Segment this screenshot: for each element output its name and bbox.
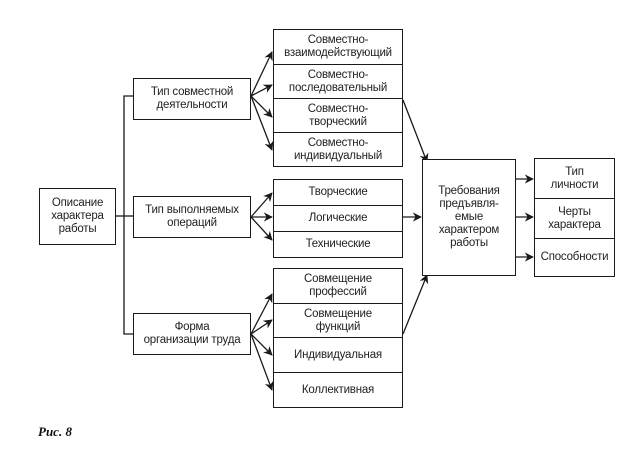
list-item: Совместно- индивидуальный (274, 133, 402, 167)
group-box-joint-activity: Тип совместной деятельности (133, 78, 251, 120)
spine-connector (123, 95, 133, 335)
arrow (250, 293, 273, 335)
work-organization-list: Совмещение профессий Совмещение функций … (273, 268, 403, 408)
arrow (250, 319, 273, 335)
list-item: Совместно- взаимодействующий (274, 30, 402, 65)
arrow (250, 51, 273, 97)
list-item: Совместно- творческий (274, 99, 402, 133)
outcomes-list: Тип личности Черты характера Способности (534, 158, 615, 277)
list-item: Технические (274, 232, 402, 258)
arrow (250, 84, 273, 97)
arrow (250, 192, 273, 218)
arrow (250, 333, 273, 356)
list-item: Тип личности (535, 159, 614, 199)
list-item: Совмещение профессий (274, 269, 402, 304)
figure-caption: Рис. 8 (38, 424, 72, 439)
list-item: Индивидуальная (274, 338, 402, 373)
list-item: Логические (274, 206, 402, 232)
list-item: Совместно- последовательный (274, 65, 402, 99)
list-item: Черты характера (535, 199, 614, 239)
arrow (402, 99, 429, 163)
group-box-work-organization: Форма организации труда (133, 313, 251, 355)
list-item: Творческие (274, 180, 402, 206)
operations-list: Творческие Логические Технические (273, 179, 403, 258)
requirements-box: Требования предъявля- емые характером ра… (422, 159, 516, 276)
arrow (250, 333, 274, 391)
joint-activity-list: Совместно- взаимодействующий Совместно- … (273, 29, 403, 167)
group-box-operations: Тип выполняемых операций (133, 196, 251, 238)
list-item: Совмещение функций (274, 304, 402, 338)
root-box: Описание характера работы (39, 188, 116, 245)
arrow (402, 274, 429, 335)
list-item: Способности (535, 239, 614, 277)
list-item: Коллективная (274, 373, 402, 408)
arrow (250, 95, 274, 151)
arrow (250, 216, 273, 241)
arrow (250, 95, 273, 118)
